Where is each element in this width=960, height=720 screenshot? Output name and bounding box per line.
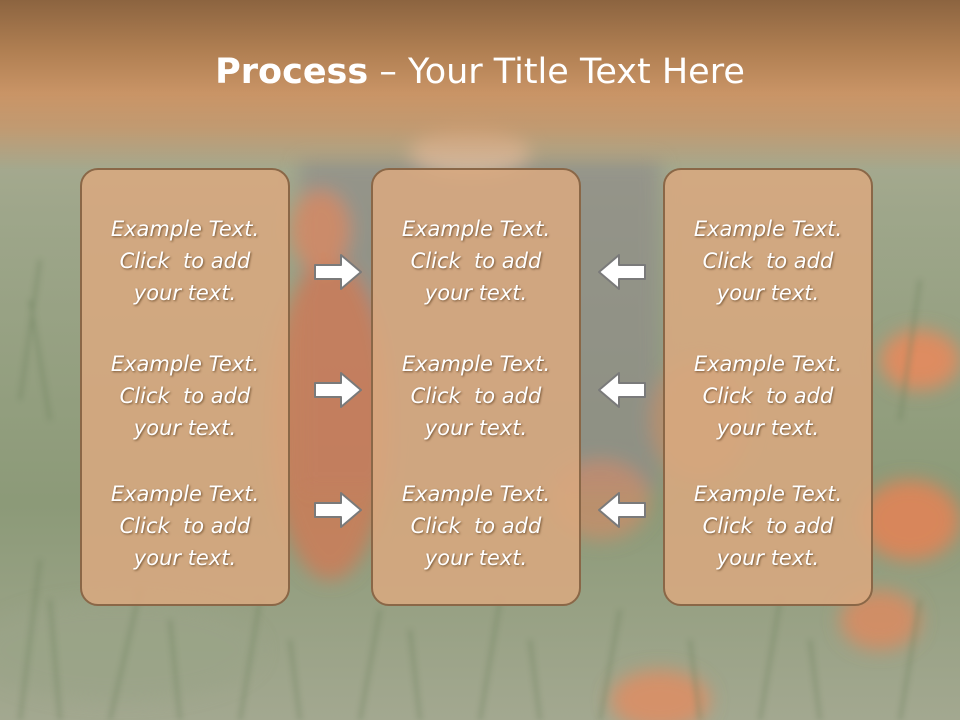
text-line: your text. bbox=[133, 546, 237, 570]
text-line: Example Text. bbox=[401, 217, 551, 241]
text-line: your text. bbox=[716, 416, 820, 440]
text-item[interactable]: Example Text. Click to add your text. bbox=[665, 213, 871, 309]
text-line: Example Text. bbox=[110, 217, 260, 241]
arrow-right-icon bbox=[314, 492, 362, 528]
text-line: Click to add bbox=[410, 249, 542, 273]
text-line: Click to add bbox=[410, 514, 542, 538]
text-line: Example Text. bbox=[693, 217, 843, 241]
text-line: Click to add bbox=[410, 384, 542, 408]
text-item[interactable]: Example Text. Click to add your text. bbox=[82, 478, 288, 574]
text-line: Example Text. bbox=[110, 482, 260, 506]
text-line: your text. bbox=[133, 281, 237, 305]
title-bold: Process bbox=[215, 52, 369, 92]
arrow-right-icon bbox=[314, 254, 362, 290]
text-item[interactable]: Example Text. Click to add your text. bbox=[82, 213, 288, 309]
text-item[interactable]: Example Text. Click to add your text. bbox=[82, 348, 288, 444]
arrow-left-icon bbox=[598, 254, 646, 290]
text-line: your text. bbox=[424, 546, 528, 570]
text-line: Example Text. bbox=[401, 482, 551, 506]
process-box-right[interactable]: Example Text. Click to add your text. Ex… bbox=[663, 168, 873, 606]
text-line: Click to add bbox=[119, 249, 251, 273]
text-item[interactable]: Example Text. Click to add your text. bbox=[665, 348, 871, 444]
text-line: Click to add bbox=[119, 514, 251, 538]
text-line: your text. bbox=[133, 416, 237, 440]
text-item[interactable]: Example Text. Click to add your text. bbox=[665, 478, 871, 574]
text-line: Example Text. bbox=[401, 352, 551, 376]
text-line: Example Text. bbox=[110, 352, 260, 376]
slide-title[interactable]: Process – Your Title Text Here bbox=[0, 52, 960, 92]
text-line: your text. bbox=[716, 546, 820, 570]
text-line: your text. bbox=[716, 281, 820, 305]
arrow-left-icon bbox=[598, 372, 646, 408]
title-bar bbox=[0, 0, 960, 170]
title-rest: – Your Title Text Here bbox=[368, 52, 745, 92]
text-line: Example Text. bbox=[693, 482, 843, 506]
arrow-left-icon bbox=[598, 492, 646, 528]
text-item[interactable]: Example Text. Click to add your text. bbox=[373, 348, 579, 444]
text-item[interactable]: Example Text. Click to add your text. bbox=[373, 213, 579, 309]
text-line: your text. bbox=[424, 416, 528, 440]
process-box-left[interactable]: Example Text. Click to add your text. Ex… bbox=[80, 168, 290, 606]
text-line: Click to add bbox=[702, 249, 834, 273]
text-line: Click to add bbox=[702, 384, 834, 408]
text-line: Example Text. bbox=[693, 352, 843, 376]
text-item[interactable]: Example Text. Click to add your text. bbox=[373, 478, 579, 574]
text-line: Click to add bbox=[119, 384, 251, 408]
process-box-middle[interactable]: Example Text. Click to add your text. Ex… bbox=[371, 168, 581, 606]
text-line: Click to add bbox=[702, 514, 834, 538]
text-line: your text. bbox=[424, 281, 528, 305]
arrow-right-icon bbox=[314, 372, 362, 408]
